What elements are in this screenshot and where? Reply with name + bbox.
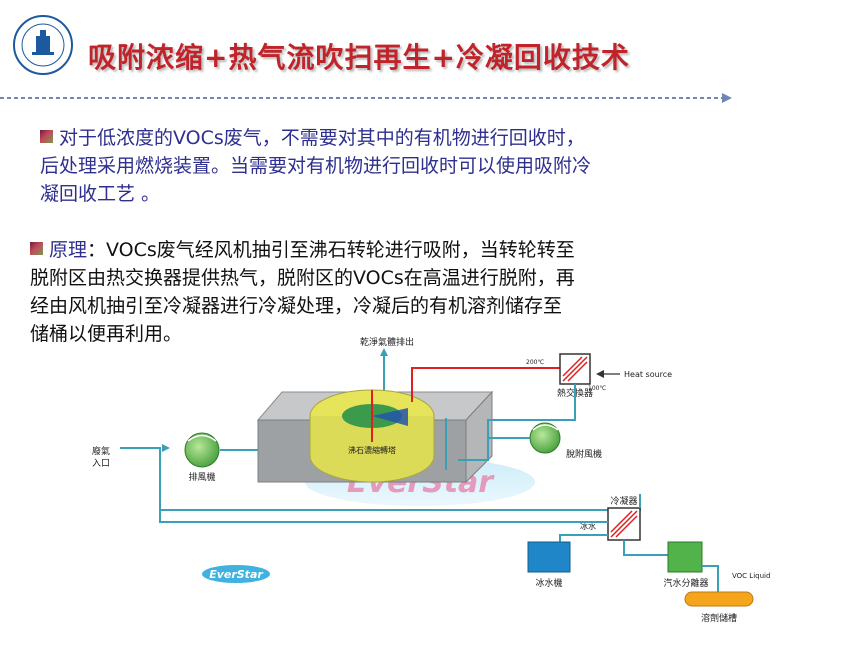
label-temp-low: 100℃ bbox=[588, 385, 606, 392]
exhaust-fan bbox=[184, 432, 220, 468]
label-chilled-water: 冰水 bbox=[580, 521, 596, 531]
principle-line-3: 经由风机抽引至冷凝器进行冷凝处理，冷凝后的有机溶剂储存至 bbox=[30, 295, 563, 317]
label-waste-gas-inlet-2: 入口 bbox=[92, 458, 110, 469]
label-temp-high: 200℃ bbox=[526, 359, 544, 366]
label-desorb-fan: 脫附風機 bbox=[566, 448, 602, 460]
chilled-water-pipe bbox=[559, 534, 608, 542]
header-divider bbox=[0, 93, 732, 103]
solvent-tank bbox=[684, 591, 754, 607]
label-condenser: 冷凝器 bbox=[610, 495, 637, 507]
label-voc-liquid: VOC Liquid bbox=[732, 572, 770, 580]
everstar-small-logo: EverStar bbox=[202, 565, 270, 583]
label-solvent-tank: 溶劑儲槽 bbox=[701, 612, 737, 624]
principle-lead: 原理 bbox=[49, 239, 88, 261]
label-chiller: 冰水機 bbox=[535, 577, 562, 589]
label-rotor: 沸石濃縮轉塔 bbox=[348, 445, 396, 455]
page-title: 吸附浓缩+热气流吹扫再生+冷凝回收技术 bbox=[88, 41, 630, 74]
process-diagram: EverStar 乾淨氣體排出 沸石濃縮轉塔 200℃ 100℃ 熱交換器 He… bbox=[92, 336, 770, 624]
intro-paragraph: 对于低浓度的VOCs废气，不需要对其中的有机物进行回收时， 后处理采用燃烧装置。… bbox=[40, 124, 760, 208]
desorb-fan bbox=[529, 422, 561, 454]
label-exhaust-fan: 排風機 bbox=[188, 471, 215, 483]
voc-liquid-pipe bbox=[702, 565, 719, 592]
university-logo-icon bbox=[13, 15, 73, 75]
hot-gas-pipe bbox=[411, 367, 560, 402]
bullet-icon bbox=[40, 130, 53, 143]
separator bbox=[667, 541, 703, 573]
principle-line-4: 储桶以便再利用。 bbox=[30, 323, 183, 345]
intro-line-3: 凝回收工艺 。 bbox=[40, 183, 161, 205]
label-clean-gas-outlet: 乾淨氣體排出 bbox=[360, 336, 414, 348]
intro-line-1: 对于低浓度的VOCs废气，不需要对其中的有机物进行回收时， bbox=[40, 124, 760, 152]
label-heat-source: Heat source bbox=[624, 370, 672, 379]
principle-line-2: 脱附区由热交换器提供热气，脱附区的VOCs在高温进行脱附，再 bbox=[30, 267, 575, 289]
svg-text:EverStar: EverStar bbox=[209, 568, 263, 581]
principle-paragraph: 原理：VOCs废气经风机抽引至沸石转轮进行吸附，当转轮转至 脱附区由热交换器提供… bbox=[30, 236, 750, 348]
bullet-icon bbox=[30, 242, 43, 255]
intro-line-2: 后处理采用燃烧装置。当需要对有机物进行回收时可以使用吸附冷 bbox=[40, 155, 592, 177]
label-waste-gas-inlet-1: 廢氣 bbox=[92, 445, 110, 457]
chiller bbox=[527, 541, 571, 573]
principle-line-1: 原理：VOCs废气经风机抽引至沸石转轮进行吸附，当转轮转至 bbox=[30, 236, 750, 264]
label-separator: 汽水分離器 bbox=[663, 577, 708, 589]
outlet-arrow-icon bbox=[380, 348, 388, 356]
desorb-pipe bbox=[458, 384, 576, 461]
